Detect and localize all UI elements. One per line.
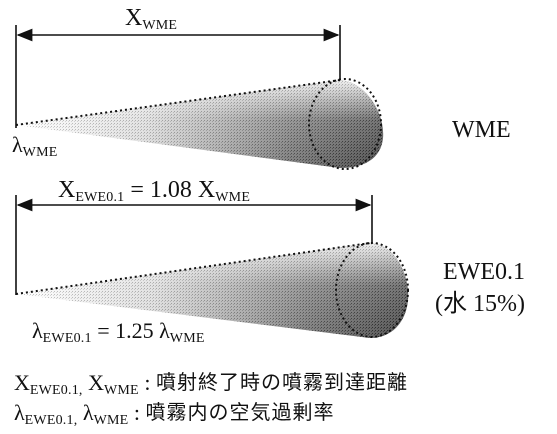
subscript: EWE0.1 [75,189,125,205]
subscript: EWE0.1 [42,330,92,346]
definition-text: 噴射終了時の噴霧到達距離 [155,370,408,394]
legend-air-ratio-definition: λEWE0.1, λWME : 噴霧内の空気過剰率 [14,402,335,428]
symbol-x: X [14,370,30,395]
symbol-x: X [197,177,216,203]
symbol-lambda: λ [77,400,94,425]
symbol-lambda: λ [159,318,170,343]
ewe-penetration-label: XEWE0.1 = 1.08 XWME [58,178,250,205]
ewe-condition-label: EWE0.1 [443,259,525,285]
wme-condition-label: WME [452,117,511,143]
definition-text: 噴霧内の空気過剰率 [145,400,335,424]
subscript: WME [22,144,58,160]
wme-penetration-label: XWME [125,6,177,33]
wme-spray-diagram [15,25,384,170]
equation-text: = 1.25 [91,318,160,343]
symbol-lambda: λ [12,132,23,157]
equation-text: = 1.08 [124,177,198,203]
legend-penetration-definition: XEWE0.1, XWME : 噴射終了時の噴霧到達距離 [14,372,408,398]
ewe-spray-diagram [15,195,409,338]
subscript: EWE0.1, [29,382,83,398]
subscript: WME [104,382,139,398]
colon: : [138,370,156,395]
subscript: WME [93,412,129,428]
subscript: WME [215,189,251,205]
symbol-x: X [58,177,76,203]
colon: : [128,400,146,425]
symbol-x: X [125,5,143,31]
symbol-x: X [82,370,104,395]
ewe-air-ratio-label: λEWE0.1 = 1.25 λWME [32,320,205,346]
wme-spray-tip-outline [308,78,382,170]
symbol-lambda: λ [32,318,43,343]
subscript: WME [142,17,178,33]
subscript: WME [169,330,205,346]
subscript: EWE0.1, [24,412,78,428]
symbol-lambda: λ [14,400,25,425]
ewe-spray-tip-outline [335,242,409,338]
wme-air-ratio-label: λWME [12,134,58,160]
ewe-water-fraction-label: (水 15%) [435,291,525,317]
